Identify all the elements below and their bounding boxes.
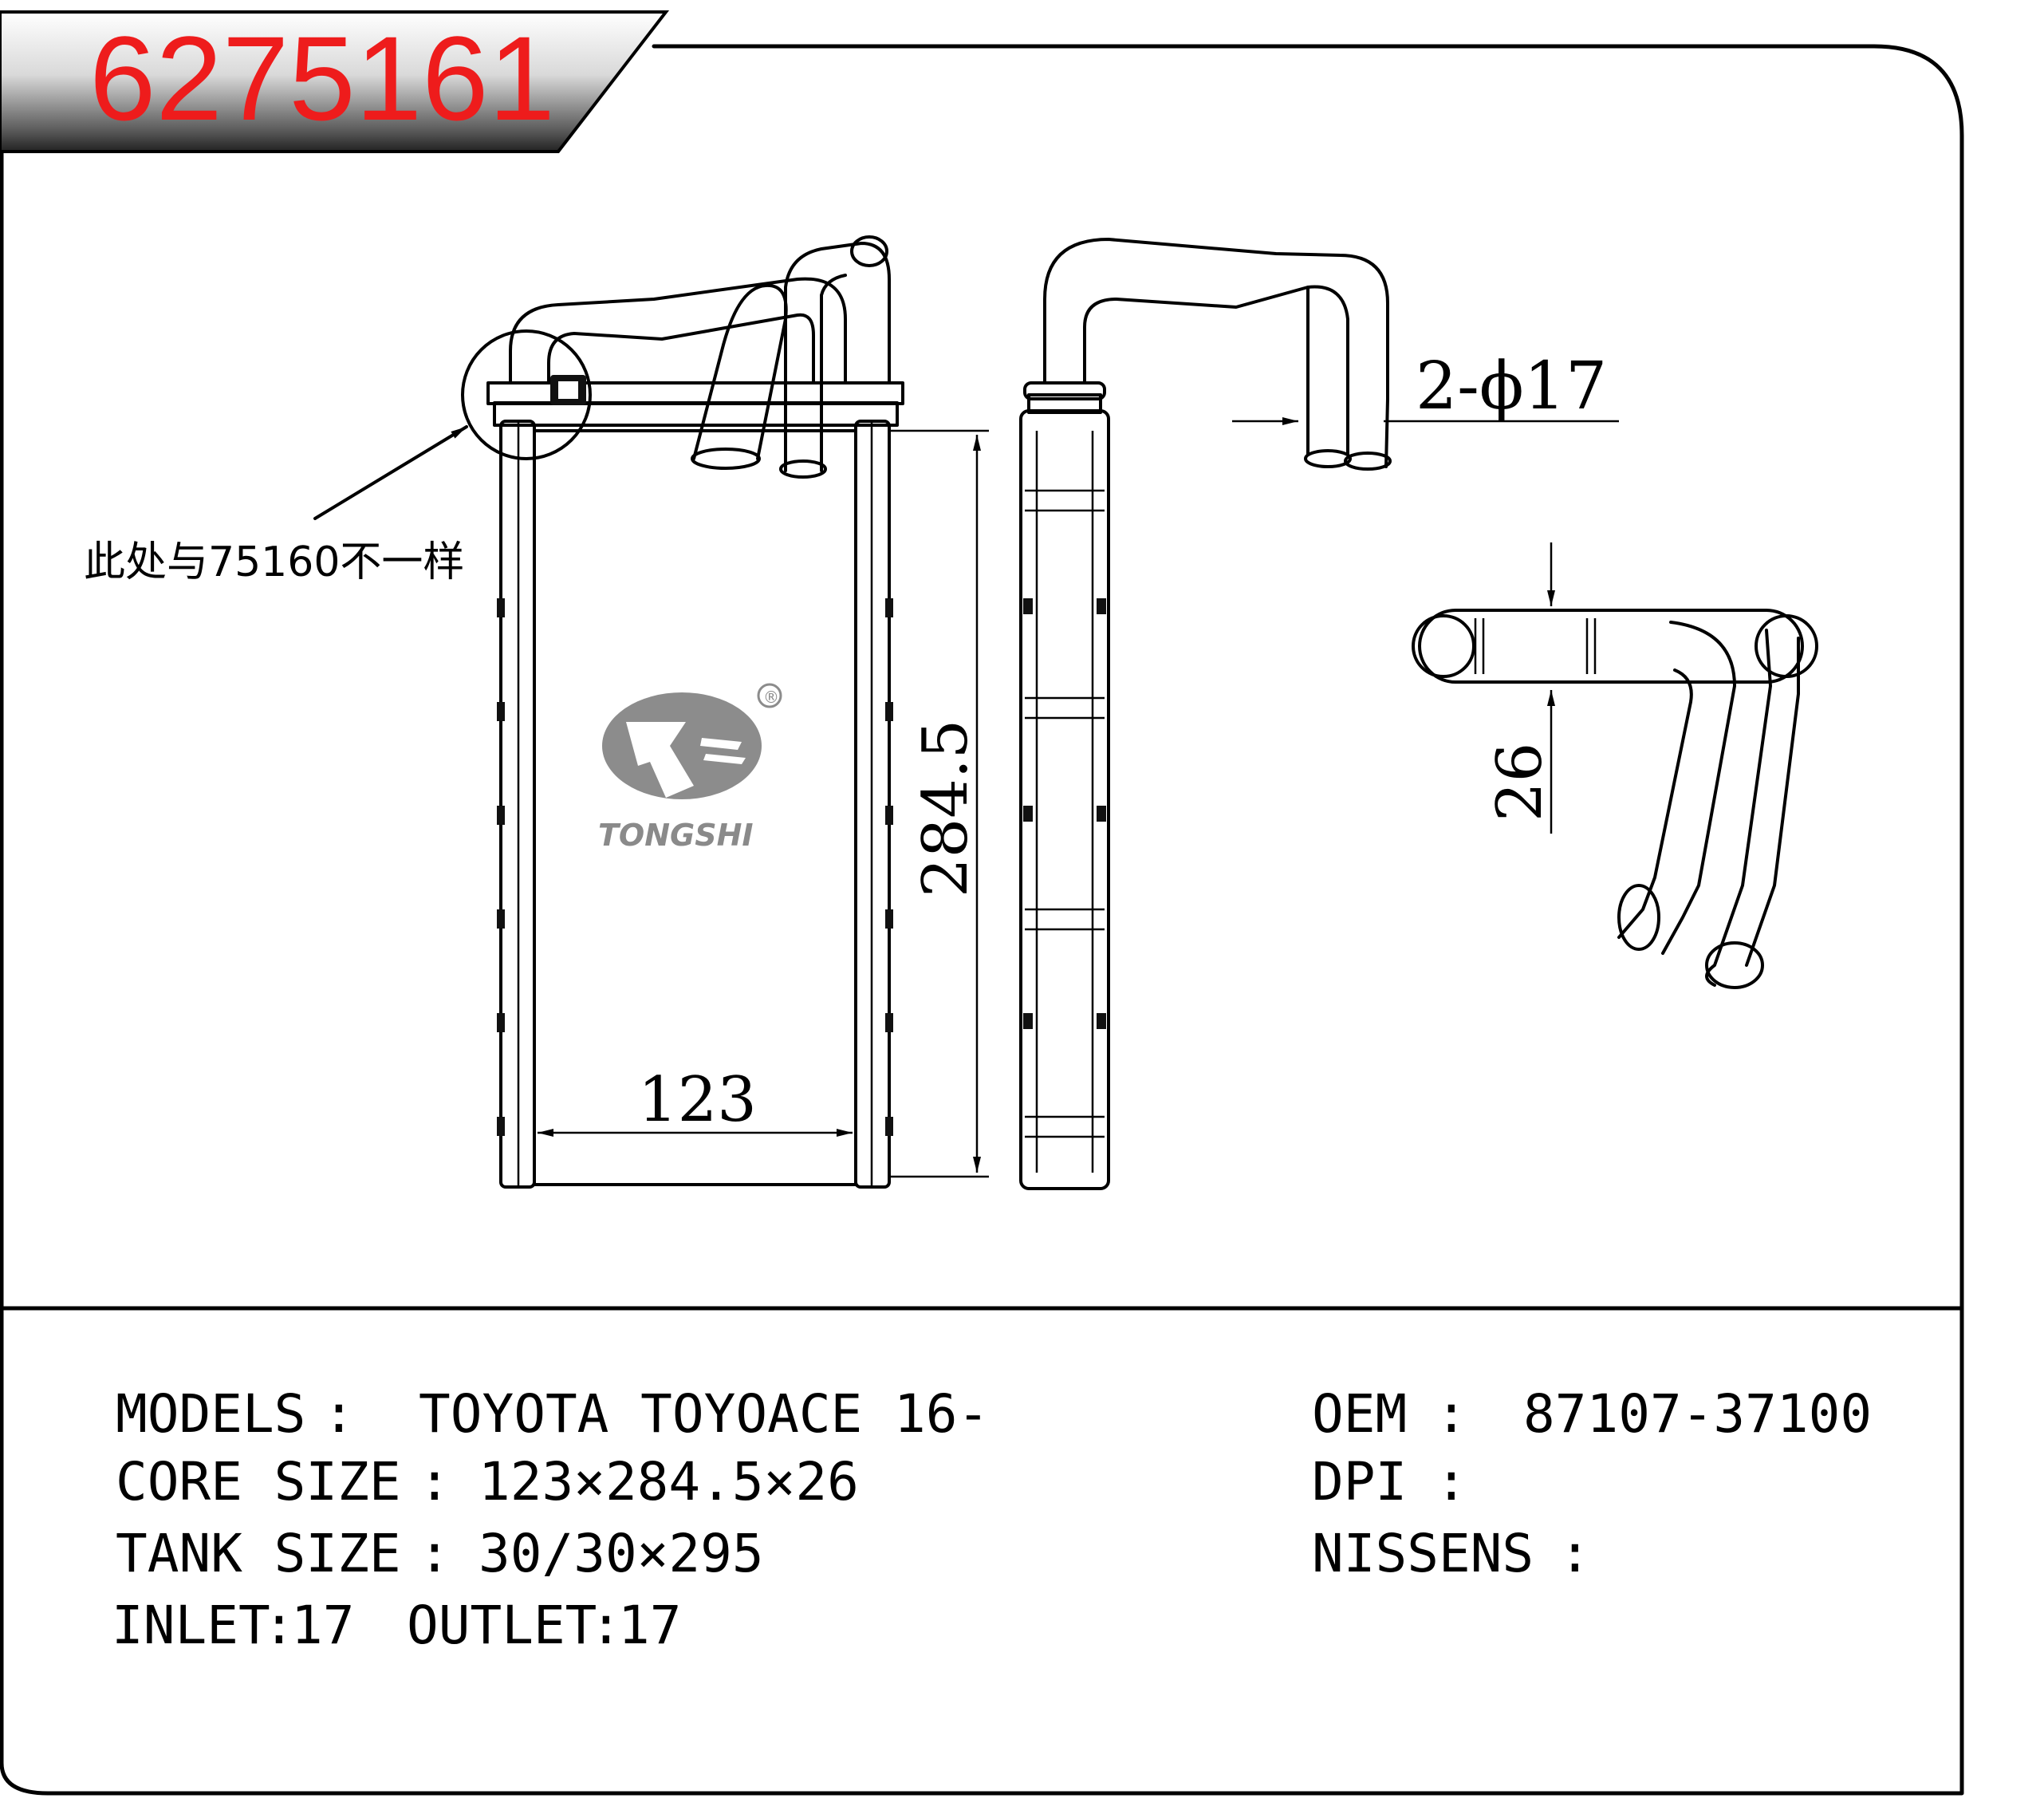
heater-core-side-view: 2-ϕ17 [1019,238,1619,1190]
detail-note: 此处与75160不一样 [84,538,464,586]
inlet-label: INLET [112,1595,270,1656]
svg-text::: : [1559,1523,1591,1584]
spec-table: MODELS : TOYOTA TOYOACE 16- CORE SIZE : … [112,1383,1872,1656]
core-width-dimension: 123 [638,1064,757,1136]
heater-core-top-view: 26 [1412,542,1818,989]
nissens-label: NISSENS [1312,1523,1534,1584]
core-depth-dimension: 26 [1484,743,1556,822]
part-number-tag: 6275161 [0,10,670,153]
brand-name: TONGSHI [598,818,754,853]
svg-text::: : [323,1383,355,1445]
detail-circle [461,329,592,460]
inlet-value: 17 [291,1595,354,1656]
outlet-label: OUTLET [407,1595,597,1656]
svg-text::: : [419,1451,451,1512]
pipe-diameter-dimension: 2-ϕ17 [1416,349,1607,424]
part-number: 6275161 [89,11,555,145]
outlet-value: 17 [618,1595,681,1656]
svg-text::: : [1436,1451,1467,1512]
registered-mark: ® [763,688,779,707]
core-size-label: CORE SIZE [116,1451,401,1512]
oem-label: OEM [1312,1383,1407,1445]
models-value: TOYOTA TOYOACE 16- [419,1383,989,1445]
oem-value: 87107-37100 [1523,1383,1872,1445]
models-label: MODELS [116,1383,305,1445]
svg-text::: : [419,1523,451,1584]
core-size-value: 123×284.5×26 [479,1451,859,1512]
note-leader [313,425,468,520]
svg-text::: : [590,1595,622,1656]
svg-text::: : [1436,1383,1467,1445]
svg-text::: : [263,1595,295,1656]
tongshi-logo: ® TONGSHI [598,683,782,853]
drawing-frame [0,44,1964,1796]
tank-size-value: 30/30×295 [479,1523,764,1584]
core-height-dimension: 284.5 [910,720,982,897]
dpi-label: DPI [1312,1451,1407,1512]
heater-core-front-view: 此处与75160不一样 ® TONGSHI 123 284.5 [84,235,989,1189]
tank-size-label: TANK SIZE [116,1523,401,1584]
